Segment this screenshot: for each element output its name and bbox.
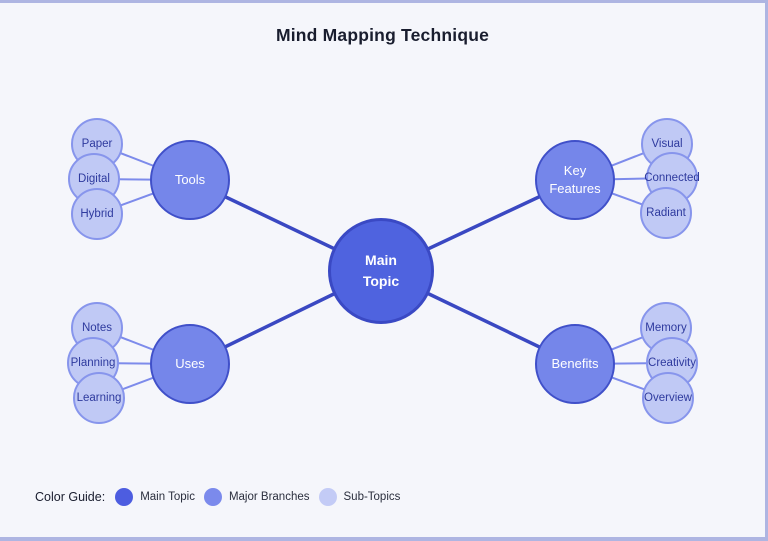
node-branch-key-features: Key Features	[535, 140, 615, 220]
node-main-topic: Main Topic	[328, 218, 434, 324]
node-sub-learning: Learning	[73, 372, 125, 424]
legend-label-main-topic: Main Topic	[140, 491, 195, 503]
node-sub-hybrid: Hybrid	[71, 188, 123, 240]
node-label: Creativity	[648, 357, 696, 369]
legend-label-major-branches: Major Branches	[228, 491, 310, 503]
node-label: Key Features	[549, 162, 601, 196]
color-guide-legend: Color Guide: Main Topic Major Branches S…	[35, 488, 409, 506]
node-label: Main Topic	[362, 252, 400, 289]
node-branch-uses: Uses	[150, 324, 230, 404]
node-label: Digital	[78, 173, 110, 185]
node-label: Hybrid	[80, 208, 114, 220]
node-label: Notes	[81, 322, 113, 334]
legend-dot-main-topic	[115, 488, 134, 506]
legend-dot-major-branches	[203, 488, 222, 506]
node-label: Connected	[644, 172, 700, 184]
node-label: Learning	[76, 392, 122, 404]
node-label: Radiant	[646, 207, 686, 219]
node-sub-radiant: Radiant	[640, 187, 692, 239]
node-label: Benefits	[551, 355, 599, 371]
legend-label-sub-topics: Sub-Topics	[343, 491, 401, 503]
node-label: Memory	[645, 322, 687, 334]
node-label: Paper	[81, 138, 113, 150]
node-label: Planning	[70, 357, 116, 369]
page-title: Mind Mapping Technique	[275, 25, 490, 45]
node-label: Overview	[644, 392, 692, 404]
node-label: Tools	[174, 171, 206, 187]
node-branch-benefits: Benefits	[535, 324, 615, 404]
legend-dot-sub-topics	[318, 488, 337, 506]
node-branch-tools: Tools	[150, 140, 230, 220]
node-label: Visual	[651, 138, 683, 150]
legend-title: Color Guide:	[35, 490, 106, 504]
node-sub-overview: Overview	[642, 372, 694, 424]
node-label: Uses	[175, 355, 205, 371]
